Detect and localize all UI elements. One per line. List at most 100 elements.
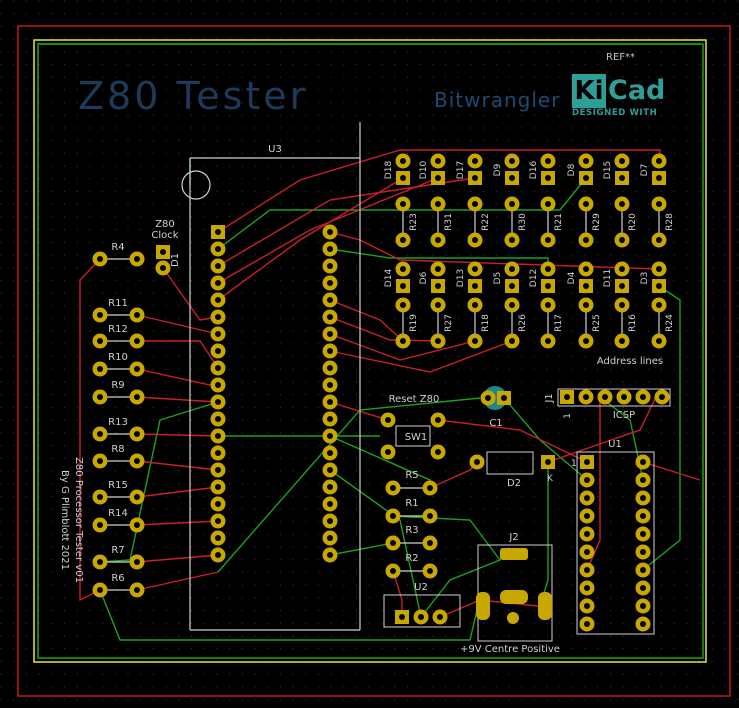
j2-label: J2 (508, 532, 518, 543)
resistor-pad-hole (400, 302, 406, 308)
u1-pin-right-hole (640, 621, 646, 627)
u3-pin-right-hole (327, 535, 333, 541)
led-pad-hole (509, 158, 515, 164)
c1-label: C1 (489, 418, 502, 429)
kicad-logo: Ki Cad DESIGNED WITH (572, 74, 668, 120)
led-pad-hole (509, 283, 515, 289)
sw1-pad-hole (385, 449, 391, 455)
resistor-pad-hole (134, 522, 140, 528)
sw1-label: SW1 (405, 432, 428, 443)
u1-pin-right-hole (640, 477, 646, 483)
front-trace (329, 316, 439, 342)
u2-pad-hole (418, 614, 424, 620)
front-trace (136, 571, 219, 591)
j1-pin-hole (602, 394, 608, 400)
led-pad-hole (545, 283, 551, 289)
resistor-label: R15 (108, 480, 128, 491)
led-label: D4 (567, 271, 577, 284)
labels-layer: U3R4R11R12R10R9R13R8R15R14R7R6Z80ClockD1… (59, 144, 675, 655)
u3-pin-left-hole (215, 331, 221, 337)
u3-pin-right-hole (327, 331, 333, 337)
led-label: D12 (529, 269, 539, 287)
led-pad-hole (545, 175, 551, 181)
resistor-pad-hole (390, 513, 396, 519)
led-label: D15 (603, 161, 613, 179)
j2-pad (476, 592, 490, 620)
reset-label: Reset Z80 (389, 394, 440, 405)
u3-pin-right-hole (327, 246, 333, 252)
resistor-pad-hole (472, 237, 478, 243)
u1-pin-left-hole (584, 513, 590, 519)
resistor-pad-hole (656, 201, 662, 207)
resistor-pad-hole (134, 494, 140, 500)
resistor-label: R18 (481, 314, 491, 332)
resistor-pad-hole (619, 302, 625, 308)
j1-pin1-label: 1 (563, 413, 573, 419)
u3-pin-left-hole (215, 263, 221, 269)
resistor-label: R31 (444, 213, 454, 231)
led-pad-hole (656, 158, 662, 164)
d2-pad-hole (474, 459, 480, 465)
resistor-label: R26 (518, 314, 528, 332)
resistor-label: R21 (554, 213, 564, 231)
led-pad-hole (619, 175, 625, 181)
resistor-pad-hole (509, 201, 515, 207)
u3-pin-left-hole (215, 297, 221, 303)
back-trace (99, 401, 219, 563)
u3-pin-right-hole (327, 484, 333, 490)
u3-pin-right-hole (327, 263, 333, 269)
resistor-label: R27 (444, 314, 454, 332)
u3-pin-left-hole (215, 450, 221, 456)
pads-layer (92, 153, 670, 632)
j1-pin-hole (564, 394, 570, 400)
front-trace (547, 396, 657, 463)
u3-pin-left-hole (215, 229, 221, 235)
resistor-pad-hole (509, 338, 515, 344)
led-pad-hole (400, 283, 406, 289)
resistor-pad-hole (583, 201, 589, 207)
resistor-pad-hole (97, 458, 103, 464)
front-trace (329, 231, 660, 270)
sw1-pad-hole (435, 449, 441, 455)
u2-pad-hole (399, 614, 405, 620)
j2-pad (538, 592, 552, 620)
led-pad-hole (545, 266, 551, 272)
u1-pin-left-hole (584, 567, 590, 573)
led-pad-hole (583, 283, 589, 289)
resistor-label: R28 (665, 213, 675, 231)
resistor-label: R13 (108, 417, 128, 428)
u1-pin-right-hole (640, 513, 646, 519)
u3-pin-right-hole (327, 314, 333, 320)
u3-pin-left-hole (215, 484, 221, 490)
led-label: D14 (384, 269, 394, 288)
front-trace (136, 554, 219, 563)
resistor-pad-hole (427, 540, 433, 546)
front-trace (136, 460, 219, 471)
u3-pin-left-hole (215, 246, 221, 252)
u3-notch (181, 170, 211, 200)
u1-pin-right-hole (640, 603, 646, 609)
resistor-label: R11 (108, 298, 128, 309)
front-trace (217, 177, 476, 267)
u3-pin-left-hole (215, 467, 221, 473)
led-pad-hole (472, 158, 478, 164)
led-label: D16 (529, 161, 539, 180)
sw1-pad-hole (435, 417, 441, 423)
u3-pin-left-hole (215, 518, 221, 524)
j1-pin-hole (583, 394, 589, 400)
led-pad-hole (545, 158, 551, 164)
resistor-pad-hole (400, 237, 406, 243)
side-text-line: Z80 Processor Tester v01 (73, 457, 84, 583)
resistor-pad-hole (619, 338, 625, 344)
front-trace (217, 177, 439, 284)
resistor-pad-hole (134, 559, 140, 565)
side-text-line: By G Plimblott 2021 (59, 470, 70, 570)
u1-pin-right-hole (640, 459, 646, 465)
resistor-label: R14 (108, 508, 128, 519)
resistor-pad-hole (435, 338, 441, 344)
led-label: D9 (493, 163, 503, 176)
led-pad-hole (656, 283, 662, 289)
led-pad-hole (400, 175, 406, 181)
d2-pad-hole (545, 459, 551, 465)
